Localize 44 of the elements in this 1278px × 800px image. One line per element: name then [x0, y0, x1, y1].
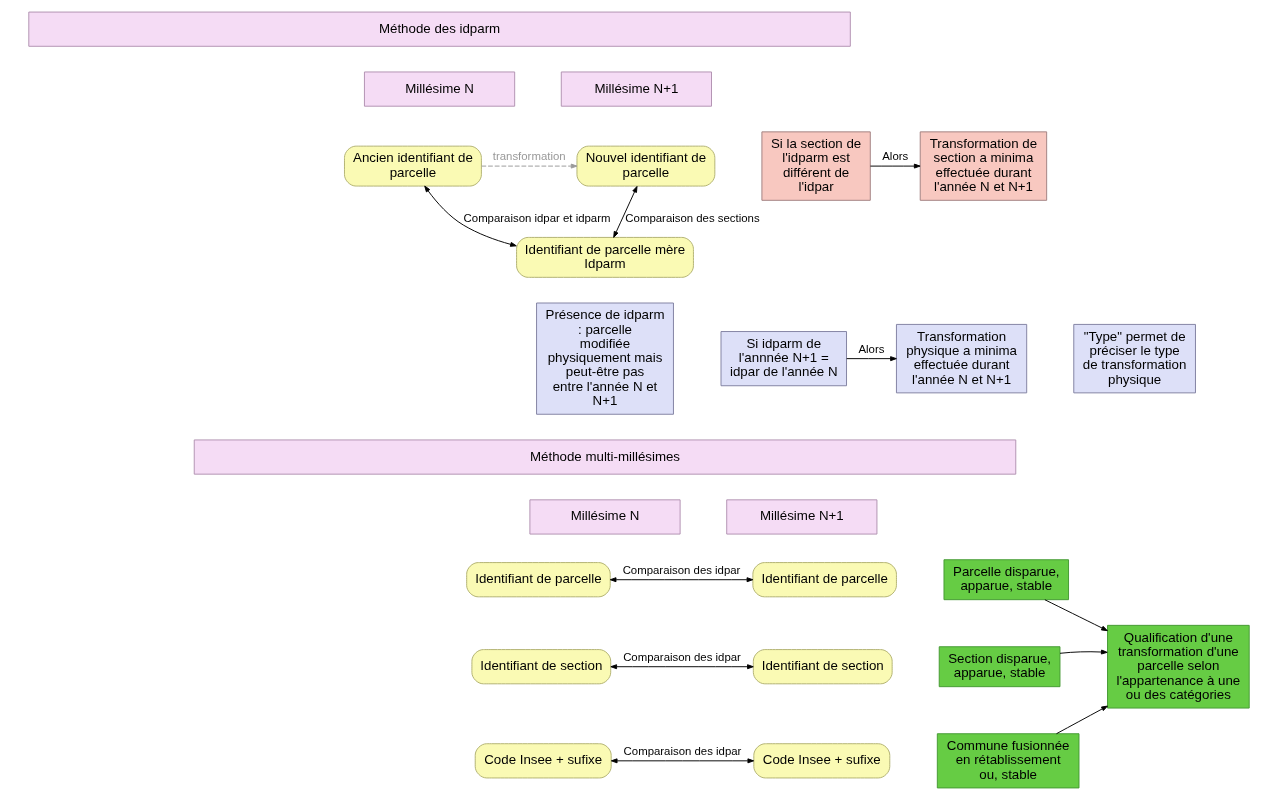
arrow: [613, 185, 638, 238]
arrow: [1059, 649, 1108, 655]
node-box: Commune fusionnée en rétablissement ou, stable: [936, 733, 1080, 789]
arrow: [609, 577, 754, 583]
node-box: Parcelle disparue, apparue, stable: [943, 559, 1069, 601]
node-box: Identifiant de parcelle: [466, 562, 611, 598]
node-box: Code Insee + sufixe: [474, 743, 612, 779]
node-box: Présence de idparm : parcelle modifiée physiquement mais peut-être pas entre l'année N et N+1: [536, 302, 674, 415]
node-box: Millésime N: [363, 71, 516, 107]
node-box: Section disparue, apparue, stable: [938, 646, 1061, 688]
arrow: [1044, 599, 1108, 632]
edge-label: Comparaison des sections: [625, 211, 760, 224]
arrow: [424, 185, 517, 247]
arrow: [869, 163, 921, 169]
node-box: Si la section de l'idparm est différent de l'idpar: [761, 131, 871, 201]
node-box: Méthode multi-millésimes: [193, 439, 1017, 475]
edge-label: Comparaison des idpar: [623, 744, 742, 757]
edge-label: transformation: [492, 150, 566, 163]
arrow: [610, 758, 755, 764]
node-box: Identifiant de parcelle: [752, 562, 897, 598]
edge-label: Comparaison des idpar: [623, 650, 741, 663]
node-box: Millésime N+1: [560, 71, 712, 107]
node-box: Transformation de section a minima effectuée durant l'année N et N+1: [919, 131, 1048, 201]
node-box: Nouvel identifiant de parcelle: [576, 145, 716, 187]
arrow: [1056, 705, 1108, 735]
edge-label: Comparaison idpar et idparm: [463, 211, 611, 224]
node-box: Méthode des idparm: [28, 11, 851, 47]
node-box: Millésime N: [529, 499, 681, 535]
node-box: Identifiant de section: [471, 649, 612, 685]
node-box: Ancien identifiant de parcelle: [344, 145, 482, 187]
arrow: [481, 163, 578, 169]
node-box: Si idparm de l'annnée N+1 = idpar de l'année N: [720, 331, 847, 387]
arrow: [610, 664, 754, 670]
edge-label: Alors: [858, 342, 885, 355]
edge-label: Comparaison des idpar: [622, 563, 741, 576]
arrow: [846, 356, 897, 362]
node-box: Transformation physique a minima effectuée durant l'année N et N+1: [895, 323, 1028, 394]
node-box: Identifiant de section: [752, 649, 893, 685]
node-box: "Type" permet de préciser le type de transformation physique: [1073, 323, 1196, 394]
edge-label: Alors: [882, 150, 909, 163]
node-box: Code Insee + sufixe: [753, 743, 891, 779]
node-box: Qualification d'une transformation d'une parcelle selon l'appartenance à une ou des catégories: [1107, 624, 1250, 709]
node-box: Millésime N+1: [726, 499, 878, 535]
node-box: Identifiant de parcelle mère Idparm: [516, 236, 694, 278]
